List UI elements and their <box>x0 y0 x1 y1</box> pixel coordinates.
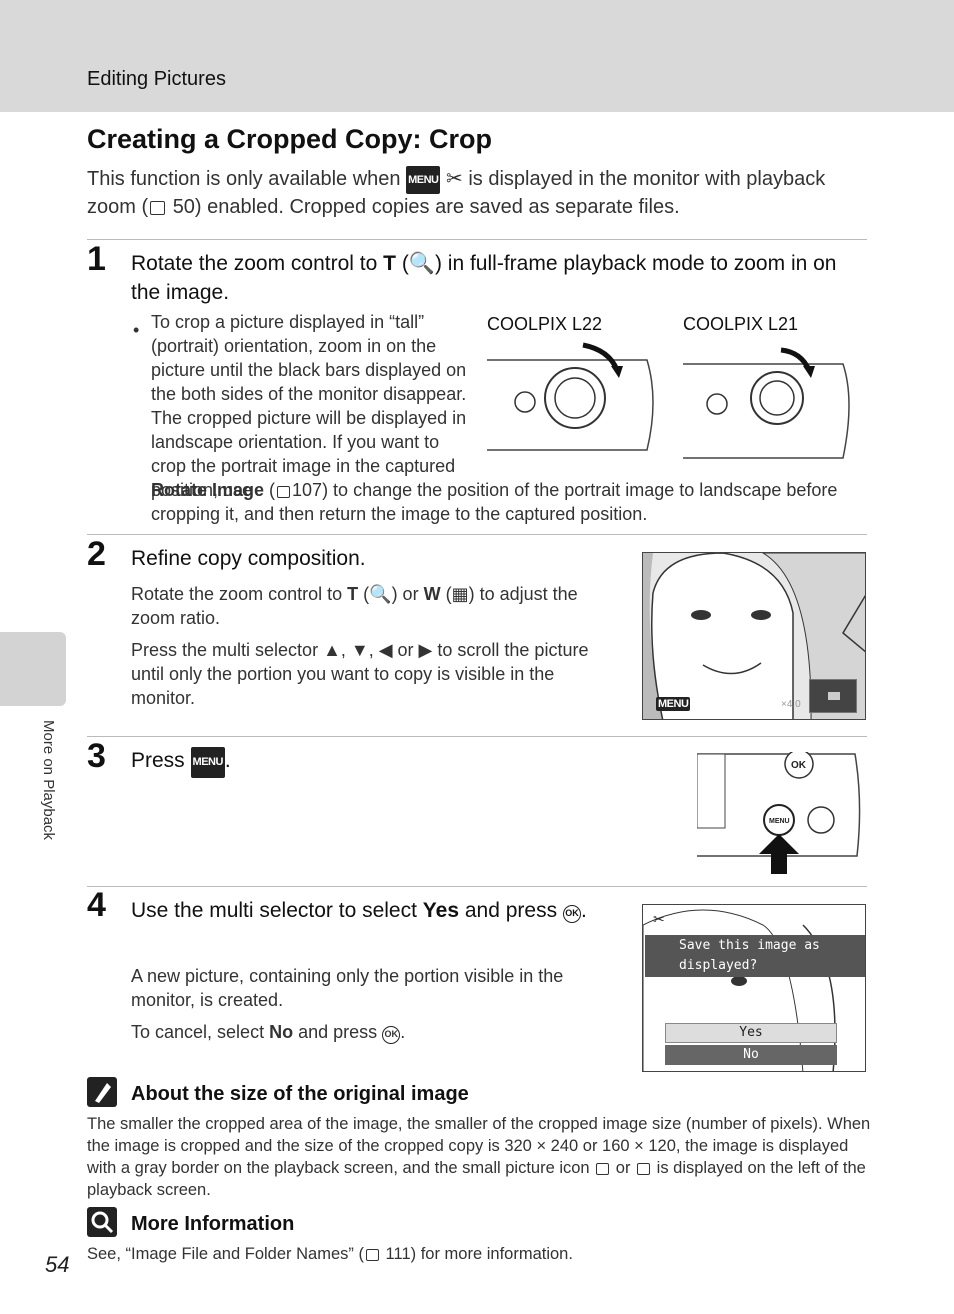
step4-text-a: A new picture, containing only the porti… <box>131 966 564 1010</box>
note-title: More Information <box>131 1213 295 1235</box>
camera-label: COOLPIX L21 <box>683 314 799 334</box>
page-number: 54 <box>45 1252 70 1277</box>
bullet-icon: • <box>133 320 140 340</box>
no-option[interactable]: No <box>665 1045 837 1065</box>
monitor-confirm-dialog: ✂ Save this image as displayed? Yes No <box>642 904 866 1072</box>
step-number: 3 <box>87 737 106 775</box>
note-body: See, “Image File and Folder Names” ( 111… <box>87 1245 573 1263</box>
face-illustration <box>643 553 865 719</box>
step-number: 2 <box>87 535 106 573</box>
side-label: More on Playback <box>40 720 57 841</box>
monitor-zoomed-photo: MENU ✂ ×4.0 <box>642 552 866 720</box>
step1-text-a: To crop a picture displayed in “tall” (p… <box>151 312 467 500</box>
step-number: 4 <box>87 886 106 924</box>
yes-option[interactable]: Yes <box>665 1023 837 1043</box>
step2-text-a: Rotate the zoom control to T (🔍) or W (▦… <box>131 584 578 628</box>
crop-icon: ✂ <box>446 168 463 190</box>
small-picture-icon <box>637 1163 651 1175</box>
divider <box>87 736 867 737</box>
section-title: Editing Pictures <box>87 68 226 90</box>
zoom-in-icon: 🔍 <box>369 584 392 604</box>
note-title: About the size of the original image <box>131 1083 469 1105</box>
divider <box>87 886 867 887</box>
step-title: Use the multi selector to select Yes and… <box>131 899 587 923</box>
crop-icon: ✂ <box>653 911 665 927</box>
camera-back-illustration: OK MENU <box>697 752 861 874</box>
crop-icon: ✂ <box>691 695 703 711</box>
small-picture-icon <box>596 1163 610 1175</box>
caution-icon <box>87 1077 117 1107</box>
zoom-in-icon: 🔍 <box>408 252 435 275</box>
menu-icon: MENU <box>656 697 691 711</box>
step-title: Rotate the zoom control to T (🔍) in full… <box>131 252 837 304</box>
ok-icon: OK <box>382 1026 401 1044</box>
side-tab <box>0 632 66 706</box>
note-body: The smaller the cropped area of the imag… <box>87 1115 871 1199</box>
zoom-ratio: ×4.0 <box>781 699 801 710</box>
page-header: Editing Pictures <box>0 0 954 112</box>
step2-text-b: Press the multi selector ▲, ▼, ◀ or ▶ to… <box>131 640 589 708</box>
menu-button-label: MENU <box>769 818 790 825</box>
page-title: Creating a Cropped Copy: Crop <box>87 124 493 154</box>
menu-icon: MENU <box>406 166 441 194</box>
navigation-indicator <box>809 679 857 713</box>
camera-top-illustration <box>683 347 850 459</box>
thumbnail-icon: ▦ <box>451 584 469 604</box>
ok-button-label: OK <box>791 760 807 771</box>
step-number: 1 <box>87 240 106 278</box>
step1-text-b: Rotate Image (107) to change the positio… <box>151 480 838 524</box>
camera-top-illustration <box>487 342 654 451</box>
step-title: Press MENU. <box>131 746 231 778</box>
menu-icon: MENU <box>190 747 225 778</box>
step-title: Refine copy composition. <box>131 547 366 570</box>
book-icon <box>150 201 166 215</box>
dialog-question: Save this image as displayed? <box>645 935 865 977</box>
intro-paragraph: This function is only available when MEN… <box>87 166 826 218</box>
divider <box>87 534 867 535</box>
info-icon <box>87 1207 117 1237</box>
divider <box>87 239 867 240</box>
camera-label: COOLPIX L22 <box>487 314 603 334</box>
book-icon <box>277 486 291 498</box>
book-icon <box>365 1249 379 1261</box>
ok-icon: OK <box>562 905 581 923</box>
step4-text-b: To cancel, select No and press OK. <box>131 1022 406 1044</box>
